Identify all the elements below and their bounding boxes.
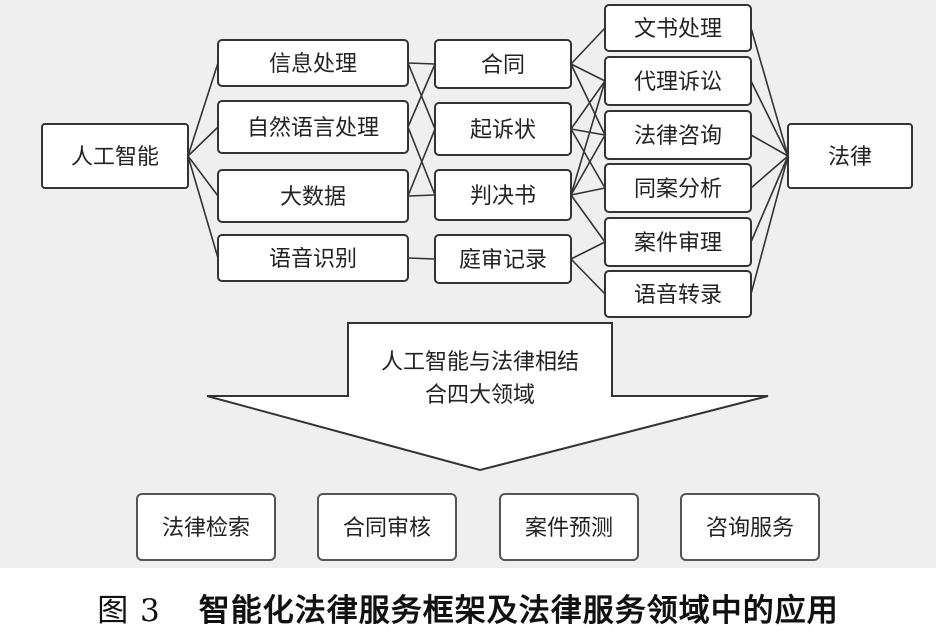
connector-line — [570, 63, 606, 136]
domain-label-1: 合同审核 — [343, 516, 431, 541]
connector-line — [750, 155, 789, 243]
app-label-3: 同案分析 — [634, 177, 722, 202]
domain-node-1: 合同审核 — [317, 493, 457, 561]
connector-line — [570, 128, 606, 189]
domain-label-2: 案件预测 — [525, 516, 613, 541]
connector-lines — [187, 27, 789, 295]
app-label-2: 法律咨询 — [634, 124, 722, 149]
app-node-2: 法律咨询 — [604, 110, 752, 160]
app-label-0: 文书处理 — [634, 17, 722, 42]
doc-label-2: 判决书 — [470, 184, 536, 209]
tech-node-1: 自然语言处理 — [217, 100, 409, 154]
connector-line — [570, 80, 606, 196]
target-label: 法律 — [828, 145, 872, 170]
doc-node-0: 合同 — [434, 39, 572, 89]
tech-label-0: 信息处理 — [269, 52, 357, 77]
app-node-1: 代理诉讼 — [604, 56, 752, 106]
tech-node-3: 语音识别 — [217, 234, 409, 282]
connector-line — [570, 134, 606, 196]
connector-line — [750, 27, 789, 157]
app-node-4: 案件审理 — [604, 217, 752, 267]
tech-label-1: 自然语言处理 — [247, 116, 379, 141]
tech-node-0: 信息处理 — [217, 39, 409, 87]
connector-line — [570, 187, 606, 196]
tech-label-3: 语音识别 — [269, 247, 357, 272]
connector-line — [750, 134, 789, 157]
down-arrow: 人工智能与法律相结 合四大领域 — [206, 322, 769, 472]
connector-line — [570, 63, 606, 82]
domain-node-0: 法律检索 — [136, 493, 276, 561]
figure-number: 图 3 — [97, 593, 161, 629]
connector-line — [570, 27, 606, 65]
figure-caption: 图 3 智能化法律服务框架及法律服务领域中的应用 — [0, 585, 936, 630]
domain-label-0: 法律检索 — [162, 516, 250, 541]
connector-line — [407, 128, 436, 197]
connector-line — [407, 63, 436, 128]
figure-title: 智能化法律服务框架及法律服务领域中的应用 — [198, 593, 839, 629]
app-node-5: 语音转录 — [604, 270, 752, 318]
doc-node-3: 庭审记录 — [434, 234, 572, 284]
connector-line — [570, 194, 606, 243]
doc-label-3: 庭审记录 — [459, 248, 547, 273]
app-node-0: 文书处理 — [604, 4, 752, 52]
connector-line — [187, 155, 219, 259]
app-label-5: 语音转录 — [634, 283, 722, 308]
app-label-1: 代理诉讼 — [634, 70, 722, 95]
domain-node-3: 咨询服务 — [680, 493, 820, 561]
arrow-text-line-2: 合四大领域 — [425, 383, 535, 408]
connector-line — [570, 128, 606, 136]
tech-node-2: 大数据 — [217, 169, 409, 223]
doc-label-0: 合同 — [481, 53, 525, 78]
connector-line — [407, 257, 436, 260]
connector-line — [750, 80, 789, 157]
connector-line — [570, 80, 606, 130]
connector-line — [570, 241, 606, 260]
connector-line — [407, 194, 436, 197]
connector-line — [750, 155, 789, 295]
source-label: 人工智能 — [71, 145, 159, 170]
arrow-text-line-1: 人工智能与法律相结 — [381, 350, 579, 375]
connector-line — [407, 62, 436, 65]
connector-line — [187, 62, 219, 157]
target-node: 法律 — [787, 123, 913, 189]
domain-node-2: 案件预测 — [499, 493, 639, 561]
app-label-4: 案件审理 — [634, 231, 722, 256]
connector-line — [187, 155, 219, 197]
source-node: 人工智能 — [41, 123, 189, 189]
connector-line — [187, 126, 219, 157]
framework-diagram: 人工智能 法律 信息处理 自然语言处理 大数据 语音识别 合同 — [41, 4, 913, 561]
connector-line — [570, 258, 606, 295]
connector-line — [750, 155, 789, 189]
domain-label-3: 咨询服务 — [706, 516, 794, 541]
doc-label-1: 起诉状 — [470, 118, 536, 143]
doc-node-2: 判决书 — [434, 169, 572, 221]
app-node-3: 同案分析 — [604, 163, 752, 213]
doc-node-1: 起诉状 — [434, 102, 572, 156]
tech-label-2: 大数据 — [280, 185, 346, 210]
